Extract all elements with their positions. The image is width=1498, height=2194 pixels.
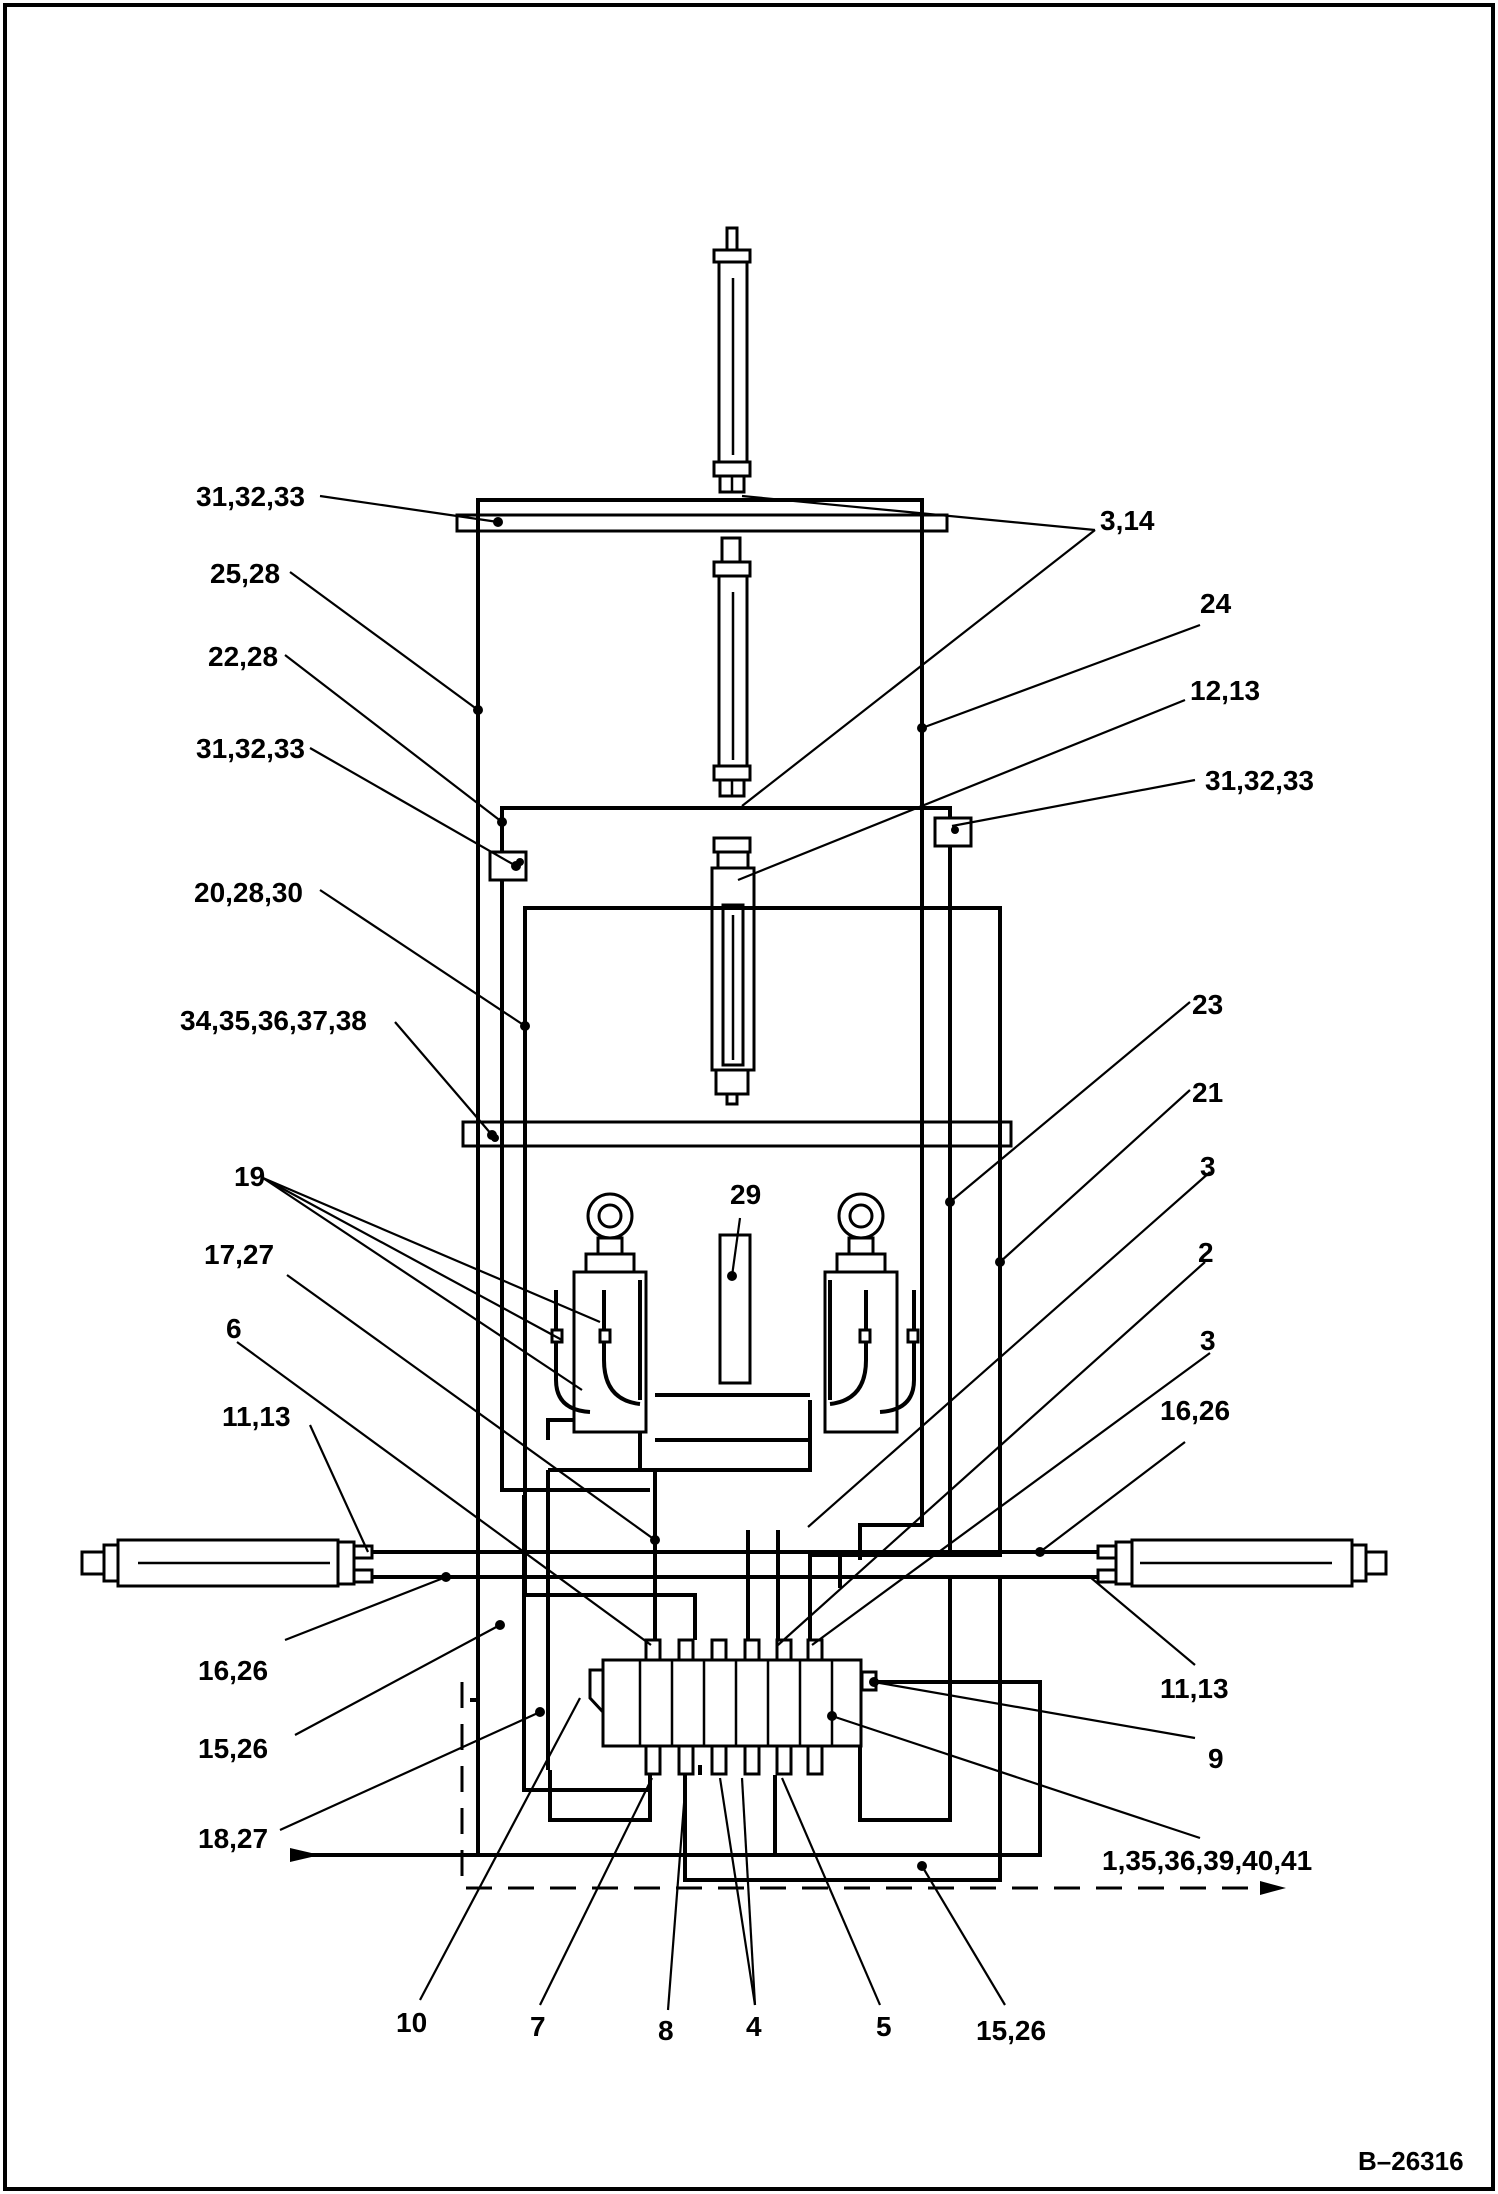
leader-dots xyxy=(441,517,1045,1871)
callout-9: 9 xyxy=(1208,1743,1224,1774)
callout-1-35-41: 1,35,36,39,40,41 xyxy=(1102,1845,1312,1876)
callout-31-32-33-left: 31,32,33 xyxy=(196,733,305,764)
right-side-cylinder xyxy=(1096,1538,1388,1588)
callout-17-27: 17,27 xyxy=(204,1239,274,1270)
control-valve xyxy=(588,1638,878,1776)
drawing-number: B–26316 xyxy=(1358,2146,1464,2176)
callout-18-27: 18,27 xyxy=(198,1823,268,1854)
callout-23: 23 xyxy=(1192,989,1223,1020)
callout-21: 21 xyxy=(1192,1077,1223,1108)
callout-25-28: 25,28 xyxy=(210,558,280,589)
callout-29: 29 xyxy=(730,1179,761,1210)
arrow-in xyxy=(290,1848,320,1862)
callout-16-26-right: 16,26 xyxy=(1160,1395,1230,1426)
lower-crossbar xyxy=(461,1120,1013,1148)
callout-4: 4 xyxy=(746,2011,762,2042)
left-lift-cylinder xyxy=(550,1192,648,1434)
callout-11-13-right: 11,13 xyxy=(1160,1673,1229,1704)
hose-lines xyxy=(290,500,1270,1890)
callout-15-26-left: 15,26 xyxy=(198,1733,268,1764)
arrow-out xyxy=(1260,1881,1286,1895)
top-cylinder xyxy=(712,226,752,494)
callout-24: 24 xyxy=(1200,588,1232,619)
top-crossbar xyxy=(455,513,949,533)
callout-6: 6 xyxy=(226,1313,242,1344)
callout-2: 2 xyxy=(1198,1237,1214,1268)
lower-cylinder xyxy=(710,836,756,1106)
callout-7: 7 xyxy=(530,2011,546,2042)
drawing-border xyxy=(3,3,1495,2191)
callout-22-28: 22,28 xyxy=(208,641,278,672)
callout-34-38: 34,35,36,37,38 xyxy=(180,1005,367,1036)
callout-31-32-33-top: 31,32,33 xyxy=(196,481,305,512)
middle-cylinder xyxy=(712,536,752,798)
callout-3-lower: 3 xyxy=(1200,1325,1216,1356)
callout-8: 8 xyxy=(658,2015,674,2046)
callout-19: 19 xyxy=(234,1161,265,1192)
callout-10: 10 xyxy=(396,2007,427,2038)
callout-15-26-bottom: 15,26 xyxy=(976,2015,1046,2046)
callout-3-upper: 3 xyxy=(1200,1151,1216,1182)
callout-31-32-33-right: 31,32,33 xyxy=(1205,765,1314,796)
leader-lines xyxy=(236,494,1211,2011)
callout-labels: 31,32,33 3,14 25,28 24 22,28 12,13 31,32… xyxy=(180,481,1314,2046)
callout-12-13: 12,13 xyxy=(1190,675,1260,706)
callout-20-28-30: 20,28,30 xyxy=(194,877,303,908)
callout-3-14: 3,14 xyxy=(1100,505,1155,536)
callout-11-13-left: 11,13 xyxy=(222,1401,291,1432)
right-lift-cylinder xyxy=(823,1192,920,1434)
callout-16-26-left: 16,26 xyxy=(198,1655,268,1686)
left-side-cylinder xyxy=(80,1538,374,1588)
callout-5: 5 xyxy=(876,2011,892,2042)
